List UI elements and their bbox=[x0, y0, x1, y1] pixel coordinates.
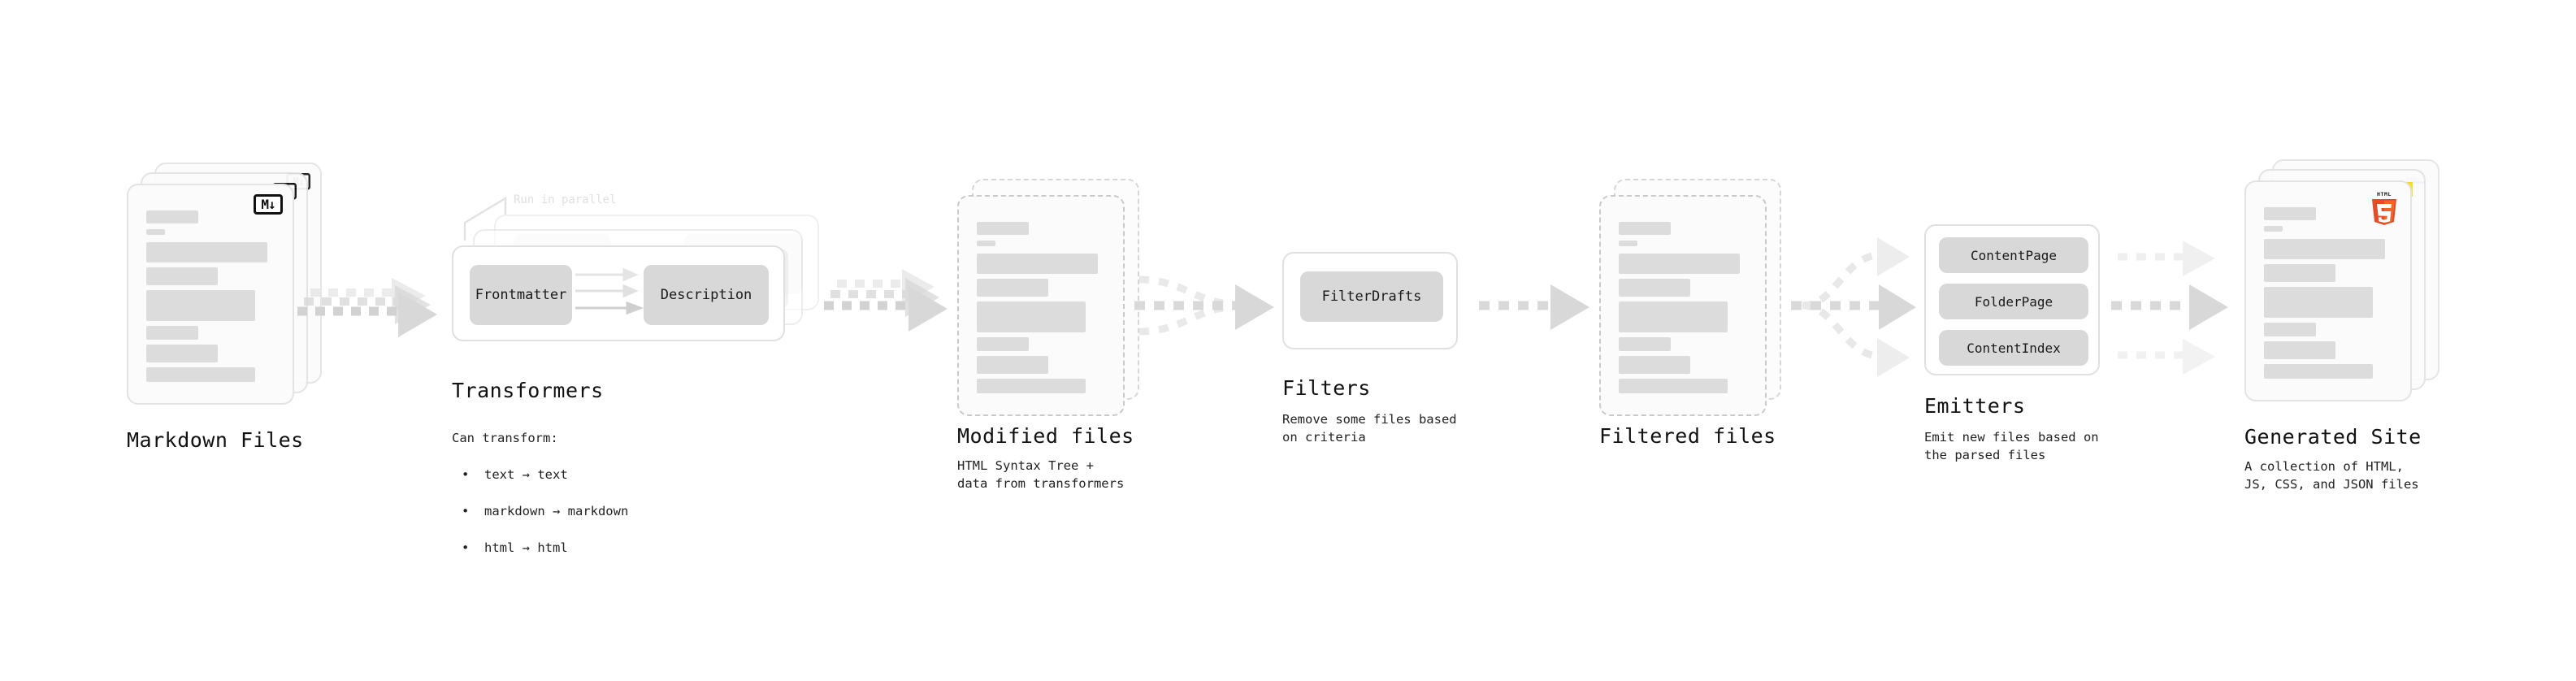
skeleton-line bbox=[1619, 379, 1728, 393]
chip-description[interactable]: Description bbox=[644, 265, 769, 325]
chip-folderpage[interactable]: FolderPage bbox=[1939, 284, 2088, 319]
chip-frontmatter[interactable]: Frontmatter bbox=[470, 265, 572, 325]
skeleton-line bbox=[2264, 264, 2335, 282]
skeleton-line bbox=[146, 326, 198, 340]
emitters-title: Emitters bbox=[1924, 394, 2026, 418]
transformer-layer-front: Frontmatter Description bbox=[452, 245, 785, 341]
filtered-card-front bbox=[1599, 195, 1767, 416]
site-card-html: HTML bbox=[2244, 180, 2412, 401]
skeleton-line bbox=[2264, 323, 2316, 336]
skeleton-line bbox=[1619, 254, 1740, 274]
skeleton-line bbox=[2264, 226, 2283, 232]
filtered-files-title: Filtered files bbox=[1599, 424, 1776, 448]
skeleton-line bbox=[977, 379, 1086, 393]
skeleton-line bbox=[146, 229, 165, 235]
markdown-card-front: M↓ bbox=[127, 184, 294, 405]
transformers-description: Can transform: • text → text • markdown … bbox=[452, 431, 629, 556]
markdown-icon: M↓ bbox=[254, 194, 283, 215]
skeleton-line bbox=[1619, 301, 1728, 332]
skeleton-line bbox=[2264, 207, 2316, 220]
skeleton-line bbox=[1619, 241, 1637, 246]
skeleton-line bbox=[1619, 337, 1671, 351]
skeleton-line bbox=[146, 345, 218, 362]
skeleton-line bbox=[146, 267, 218, 285]
skeleton-line bbox=[2264, 287, 2373, 318]
skeleton-line bbox=[977, 301, 1086, 332]
skeleton-line bbox=[146, 290, 255, 321]
skeleton-line bbox=[2264, 364, 2373, 379]
skeleton-line bbox=[1619, 356, 1690, 374]
html5-icon: HTML bbox=[2368, 189, 2400, 225]
skeleton-line bbox=[977, 254, 1098, 274]
svg-text:HTML: HTML bbox=[2377, 191, 2392, 197]
skeleton-line bbox=[977, 337, 1029, 351]
transformers-title: Transformers bbox=[452, 379, 604, 402]
run-in-parallel-bracket bbox=[463, 196, 507, 241]
filters-description: Remove some files based on criteria bbox=[1282, 412, 1457, 445]
skeleton-line bbox=[2264, 341, 2335, 359]
inner-arrows bbox=[575, 267, 644, 315]
chip-contentpage[interactable]: ContentPage bbox=[1939, 237, 2088, 273]
filters-box: FilterDrafts bbox=[1282, 252, 1458, 349]
filters-title: Filters bbox=[1282, 376, 1371, 400]
skeleton-line bbox=[146, 367, 255, 382]
emitters-box: ContentPage FolderPage ContentIndex bbox=[1924, 224, 2100, 375]
emitters-description: Emit new files based on the parsed files bbox=[1924, 430, 2099, 463]
chip-contentindex[interactable]: ContentIndex bbox=[1939, 330, 2088, 366]
chip-filterdrafts[interactable]: FilterDrafts bbox=[1300, 271, 1443, 322]
modified-files-description: HTML Syntax Tree + data from transformer… bbox=[957, 458, 1125, 492]
skeleton-line bbox=[1619, 279, 1690, 297]
skeleton-line bbox=[146, 210, 198, 223]
skeleton-line bbox=[977, 222, 1029, 235]
modified-files-title: Modified files bbox=[957, 424, 1134, 448]
generated-site-description: A collection of HTML, JS, CSS, and JSON … bbox=[2244, 459, 2419, 492]
skeleton-line bbox=[977, 241, 995, 246]
skeleton-line bbox=[977, 279, 1048, 297]
skeleton-line bbox=[2264, 239, 2385, 259]
markdown-files-title: Markdown Files bbox=[127, 428, 304, 452]
generated-site-title: Generated Site bbox=[2244, 425, 2422, 449]
skeleton-line bbox=[146, 242, 267, 262]
run-in-parallel-label: Run in parallel bbox=[514, 193, 617, 206]
skeleton-line bbox=[977, 356, 1048, 374]
skeleton-line bbox=[1619, 222, 1671, 235]
modified-card-front bbox=[957, 195, 1125, 416]
